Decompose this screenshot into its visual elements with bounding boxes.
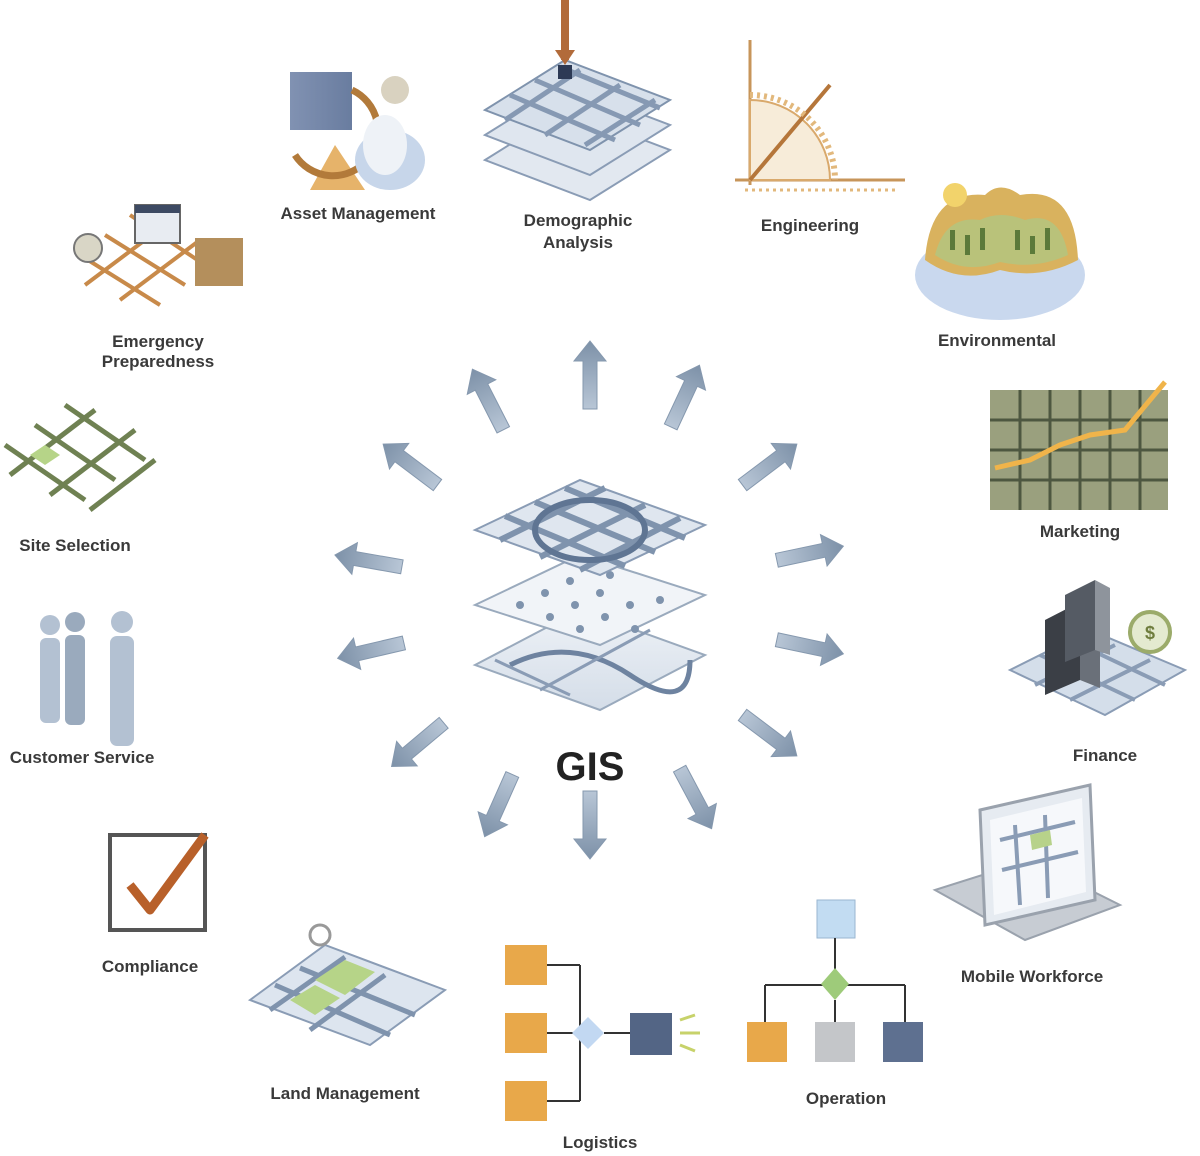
label-demographic-analysis: Demographic Analysis [523, 211, 633, 252]
operation-icon [747, 899, 923, 1062]
label-engineering: Engineering [760, 216, 860, 235]
arrow-up [572, 340, 608, 410]
radial-arrows [334, 340, 845, 860]
environmental-icon [915, 183, 1085, 320]
label-logistics: Logistics [562, 1133, 638, 1152]
arrow-left-upper [334, 541, 404, 576]
land-management-icon [247, 923, 448, 1047]
arrow-left-lower [336, 635, 407, 671]
finance-icon: $ [1007, 580, 1188, 717]
label-emergency-preparedness: Emergency Preparedness [101, 332, 215, 371]
label-asset-management: Asset Management [280, 204, 436, 223]
marketing-icon [990, 380, 1168, 510]
engineering-icon [735, 40, 905, 192]
label-marketing: Marketing [1039, 522, 1121, 541]
gis-layers-icon [472, 478, 708, 712]
label-operation: Operation [805, 1089, 887, 1108]
label-mobile-workforce: Mobile Workforce [960, 967, 1104, 986]
arrow-down [572, 790, 608, 860]
arrow-down-left [477, 770, 520, 838]
center-gis-label: GIS [555, 745, 625, 789]
asset-management-icon [290, 72, 425, 190]
site-selection-icon [3, 402, 157, 512]
svg-text:$: $ [1145, 623, 1155, 643]
arrow-upper-left [382, 442, 443, 492]
logistics-icon [505, 945, 700, 1121]
arrow-upper-right [737, 442, 798, 492]
label-customer-service: Customer Service [9, 748, 155, 767]
label-compliance: Compliance [101, 957, 199, 976]
label-environmental: Environmental [937, 331, 1057, 350]
customer-service-icon [40, 611, 134, 746]
arrow-lower-right [737, 708, 798, 758]
emergency-preparedness-icon [73, 204, 243, 307]
label-finance: Finance [1072, 746, 1138, 765]
arrow-lower-left [390, 716, 449, 767]
compliance-icon [108, 832, 209, 932]
mobile-workforce-icon [932, 783, 1123, 942]
arrow-up-right [663, 364, 707, 431]
arrow-up-left [466, 368, 511, 434]
label-site-selection: Site Selection [19, 536, 131, 555]
arrow-down-right [672, 764, 718, 830]
arrow-right-upper [774, 533, 845, 568]
label-land-management: Land Management [270, 1084, 420, 1103]
arrow-right-lower [774, 632, 845, 667]
demographic-analysis-icon [482, 0, 673, 202]
